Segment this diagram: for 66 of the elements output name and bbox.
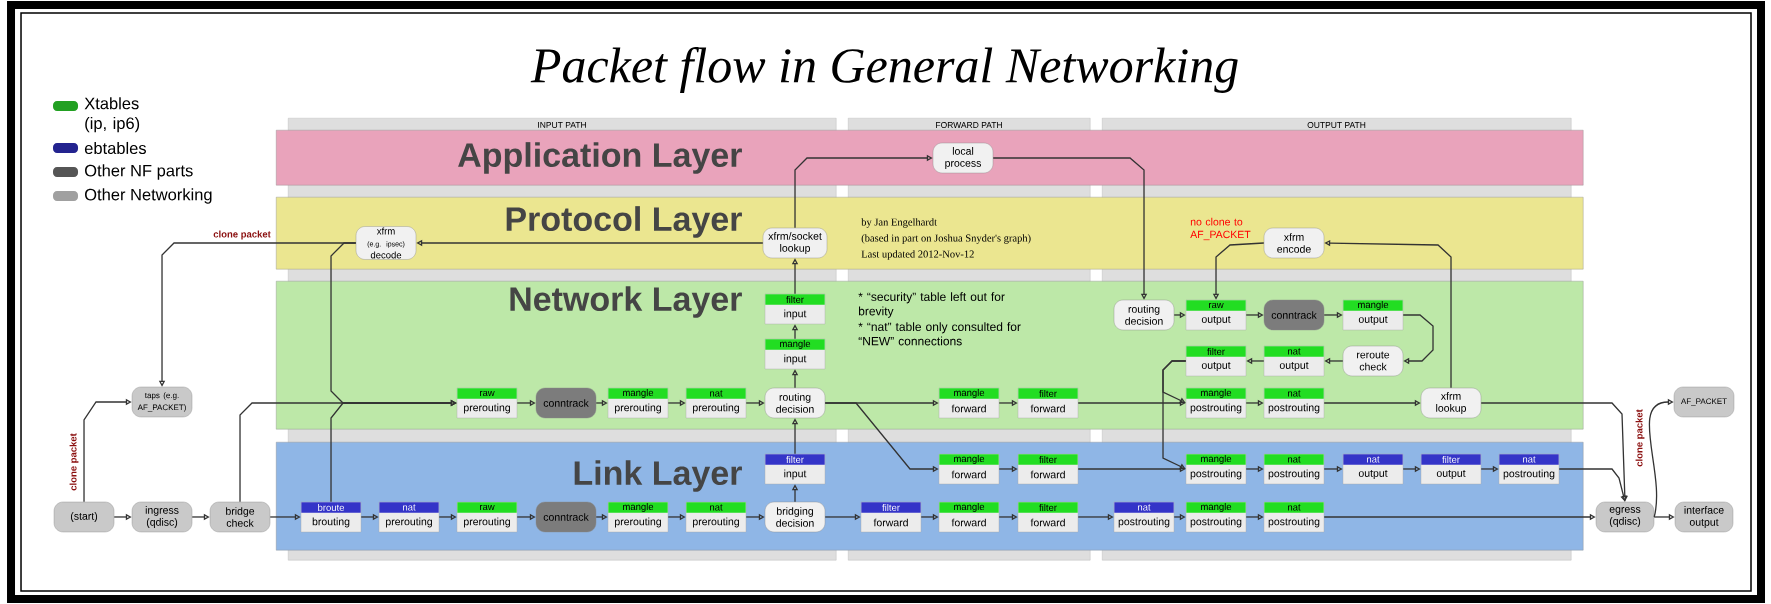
chain-box: nat output	[1263, 345, 1325, 377]
chain-box: nat postrouting	[1263, 387, 1325, 419]
process-box: (start)	[53, 501, 115, 533]
chain-box: filter output	[1185, 345, 1247, 377]
chain-box: nat prerouting	[685, 387, 747, 419]
chain-box: mangle forward	[938, 501, 1000, 533]
process-box: xfrm lookup	[1420, 387, 1482, 419]
process-box: xfrm/socket lookup	[762, 227, 828, 259]
process-box: ingress (qdisc)	[131, 501, 193, 533]
process-box: reroute check	[1342, 345, 1404, 377]
chain-box: raw output	[1185, 299, 1247, 331]
process-box: conntrack	[1263, 299, 1325, 331]
chain-box: raw prerouting	[456, 387, 518, 419]
note: * “security” table left out for brevity	[858, 292, 1005, 318]
chain-box: nat prerouting	[378, 501, 440, 533]
edge-label: clone packet	[68, 432, 80, 492]
chain-box: mangle forward	[938, 453, 1000, 485]
legend-label: ebtables	[84, 141, 146, 155]
arrow	[1402, 314, 1434, 365]
credit-text: by Jan Engelhardt	[861, 218, 937, 228]
chain-box: raw prerouting	[456, 501, 518, 533]
chain-box: filter forward	[860, 501, 922, 533]
chain-box: filter forward	[1017, 387, 1079, 419]
credit-text: Last updated 2012-Nov-12	[861, 250, 974, 260]
chain-box: nat prerouting	[685, 501, 747, 533]
process-box: local process	[932, 142, 994, 174]
chain-box: nat postrouting	[1263, 453, 1325, 485]
process-box: routing decision	[764, 387, 826, 419]
chain-box: mangle prerouting	[607, 387, 669, 419]
title: Packet flow in General Networking	[530, 47, 1238, 93]
chain-box: filter input	[764, 453, 826, 485]
legend-label: Xtables (ip, ip6)	[84, 97, 140, 133]
process-box: AF_PACKET	[1673, 386, 1735, 418]
process-box: egress (qdisc)	[1595, 501, 1655, 533]
chain-box: filter forward	[1017, 501, 1079, 533]
chain-box: mangle input	[764, 338, 826, 370]
process-box: conntrack	[535, 387, 597, 419]
chain-box: nat postrouting	[1263, 501, 1325, 533]
chain-box: filter forward	[1017, 453, 1079, 485]
note: * “nat” table only consulted for “NEW” connections	[858, 322, 1021, 346]
process-box: xfrm encode	[1263, 227, 1325, 259]
edge-label: clone packet	[212, 229, 272, 241]
chain-box: filter output	[1420, 453, 1482, 485]
credit-text: (based in part on Joshua Snyder's graph)	[861, 234, 1031, 244]
chain-box: mangle prerouting	[607, 501, 669, 533]
legend-label: Other Networking	[85, 188, 212, 204]
arrow	[1162, 360, 1187, 470]
chain-box: filter input	[764, 293, 826, 325]
edge-label: clone packet	[1634, 408, 1646, 468]
warning-text: no clone to AF_PACKET	[1190, 217, 1251, 241]
process-box: taps (e.g. AF_PACKET)	[131, 386, 193, 418]
chain-box: broute brouting	[300, 501, 362, 533]
chain-box: mangle postrouting	[1185, 387, 1247, 419]
chain-box: mangle forward	[938, 387, 1000, 419]
chain-box: nat postrouting	[1113, 501, 1175, 533]
process-box: interface output	[1674, 501, 1734, 533]
process-box: bridging decision	[764, 501, 826, 533]
legend-label: Other NF parts	[85, 164, 193, 180]
chain-box: nat postrouting	[1498, 453, 1560, 485]
chain-box: mangle postrouting	[1185, 501, 1247, 533]
chain-box: nat output	[1342, 453, 1404, 485]
chain-box: mangle postrouting	[1185, 453, 1247, 485]
process-box: conntrack	[535, 501, 597, 533]
process-box: routing decision	[1113, 299, 1175, 331]
process-box: bridge check	[209, 501, 271, 533]
chain-box: mangle output	[1342, 299, 1404, 331]
